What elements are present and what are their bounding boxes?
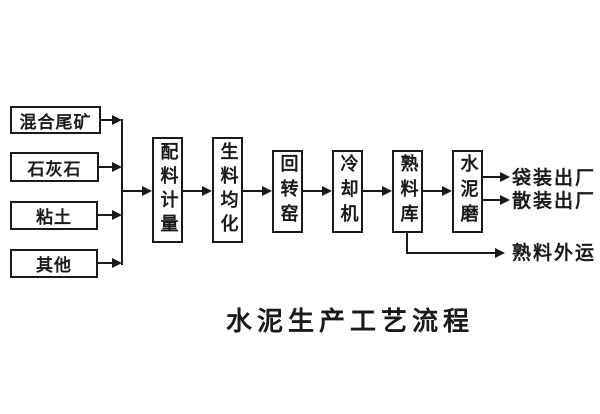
arrow-right-icon bbox=[202, 186, 212, 196]
connector-bagged-shipment bbox=[483, 176, 500, 178]
connector-batching-homogenization bbox=[183, 190, 202, 192]
connector-clinker-transport bbox=[406, 252, 495, 254]
stage-box-cooler: 冷却机 bbox=[332, 150, 363, 233]
stage-box-raw-meal-homogenization: 生料均化 bbox=[212, 137, 243, 243]
source-box-others-label: 其他 bbox=[36, 256, 72, 276]
arrow-right-icon bbox=[382, 186, 392, 196]
arrow-right-icon bbox=[495, 248, 505, 258]
connector-bulk-shipment bbox=[483, 199, 500, 201]
stage-box-clinker-silo-label: 熟料库 bbox=[397, 154, 419, 229]
arrow-right-icon bbox=[262, 186, 272, 196]
collector-line bbox=[121, 119, 123, 265]
arrow-right-icon bbox=[112, 115, 122, 125]
connector-others bbox=[98, 262, 112, 264]
connector-clinkersilo-cementmill bbox=[423, 190, 442, 192]
arrow-right-icon bbox=[500, 195, 510, 205]
source-box-clay: 粘土 bbox=[10, 201, 98, 230]
connector-homogenization-kiln bbox=[243, 190, 262, 192]
source-box-limestone-label: 石灰石 bbox=[27, 159, 82, 180]
arrow-right-icon bbox=[112, 258, 122, 268]
stage-box-cooler-label: 冷却机 bbox=[337, 154, 359, 229]
stage-box-batching-metering: 配料计量 bbox=[152, 137, 183, 243]
connector-clinker-transport-down bbox=[406, 233, 408, 254]
output-label-clinker-transport: 熟料外运 bbox=[512, 242, 597, 264]
connector-clay bbox=[98, 214, 112, 216]
source-box-others: 其他 bbox=[10, 249, 98, 278]
output-label-bulk-shipment: 散装出厂 bbox=[512, 190, 597, 212]
source-box-clay-label: 粘土 bbox=[36, 208, 72, 228]
arrow-right-icon bbox=[142, 186, 152, 196]
arrow-right-icon bbox=[112, 162, 122, 172]
source-box-mixed-tailings-label: 混合尾矿 bbox=[19, 112, 92, 133]
connector-to-batching bbox=[122, 190, 142, 192]
stage-box-batching-metering-label: 配料计量 bbox=[157, 142, 179, 238]
stage-box-cement-mill: 水泥磨 bbox=[452, 150, 483, 233]
source-box-limestone: 石灰石 bbox=[10, 152, 99, 182]
source-box-mixed-tailings: 混合尾矿 bbox=[10, 106, 101, 134]
arrow-right-icon bbox=[442, 186, 452, 196]
diagram-caption: 水泥生产工艺流程 bbox=[225, 307, 474, 337]
output-label-bagged-shipment: 袋装出厂 bbox=[512, 167, 597, 189]
stage-box-cement-mill-label: 水泥磨 bbox=[457, 154, 479, 229]
connector-cooler-clinkersilo bbox=[363, 190, 382, 192]
connector-mixed-tailings bbox=[101, 119, 112, 121]
stage-box-rotary-kiln-label: 回转窑 bbox=[277, 154, 299, 229]
connector-limestone bbox=[99, 166, 112, 168]
stage-box-raw-meal-homogenization-label: 生料均化 bbox=[217, 142, 239, 238]
arrow-right-icon bbox=[112, 210, 122, 220]
stage-box-rotary-kiln: 回转窑 bbox=[272, 150, 303, 233]
arrow-right-icon bbox=[322, 186, 332, 196]
arrow-right-icon bbox=[500, 172, 510, 182]
connector-kiln-cooler bbox=[303, 190, 322, 192]
stage-box-clinker-silo: 熟料库 bbox=[392, 150, 423, 233]
